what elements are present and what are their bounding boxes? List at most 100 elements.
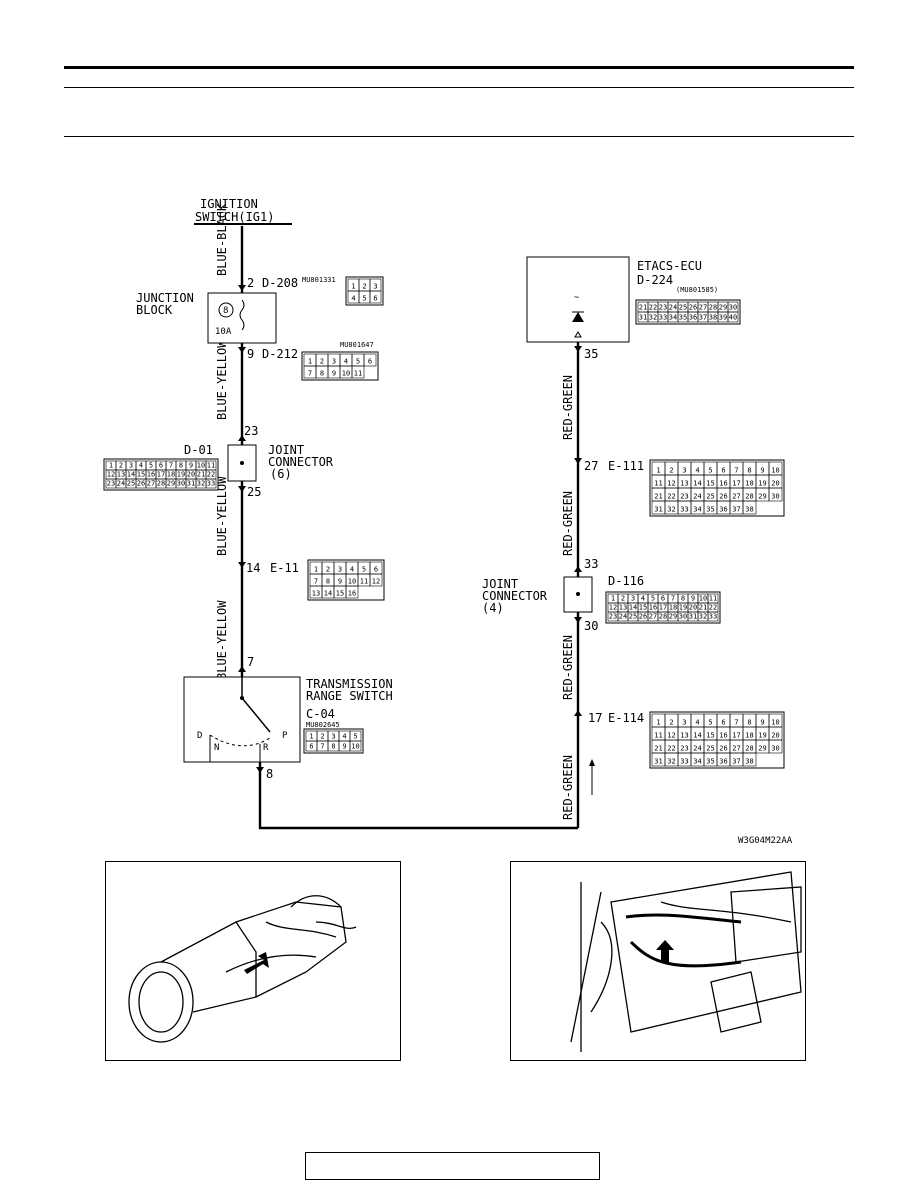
pin-label: 5 <box>149 462 153 470</box>
pin-label: 16 <box>649 604 657 612</box>
pin-number: 7 <box>247 655 254 669</box>
pin-label: 14 <box>324 590 332 598</box>
header-rule-bottom <box>64 136 854 137</box>
connector-housing <box>605 591 721 624</box>
pin-label: 2 <box>362 283 366 291</box>
pin-label: 35 <box>706 758 714 766</box>
pin-label: 31 <box>654 506 662 514</box>
pin-label: 11 <box>654 480 662 488</box>
joint4-label-2: CONNECTOR <box>482 589 548 603</box>
pin-label: 30 <box>771 745 779 753</box>
pin-label: 2 <box>669 467 673 475</box>
pin-label: 7 <box>320 743 324 751</box>
pin-label: 8 <box>331 743 335 751</box>
connector-id: C-04 <box>306 707 335 721</box>
pin-label: 17 <box>659 604 667 612</box>
pin-label: 31 <box>187 480 195 488</box>
pin-label: 29 <box>758 493 766 501</box>
pointer-arrow-icon <box>656 940 674 962</box>
connector-id: D-116 <box>608 574 644 588</box>
pin-label: 6 <box>368 358 372 366</box>
pin-label: 15 <box>336 590 344 598</box>
pin-label: 5 <box>362 566 366 574</box>
pin-number: 8 <box>266 767 273 781</box>
pin-label: 10 <box>348 578 356 586</box>
wire-color-label: BLUE-BLACK <box>215 203 229 276</box>
pin-label: 26 <box>719 745 727 753</box>
pin-label: 9 <box>338 578 342 586</box>
diode-icon <box>572 312 584 322</box>
pin-label: 4 <box>351 295 355 303</box>
ecu-symbol: ~ <box>574 293 580 303</box>
pin-label: 27 <box>649 613 657 621</box>
pin-label: 9 <box>342 743 346 751</box>
pin-label: 28 <box>659 613 667 621</box>
pin-cell <box>768 487 783 502</box>
pin-label: 4 <box>342 733 346 741</box>
pin-label: 1 <box>656 719 660 727</box>
pin-label: 16 <box>147 471 155 479</box>
pin-label: 27 <box>147 480 155 488</box>
pin-label: 5 <box>353 733 357 741</box>
figure-code: W3G04M22AA <box>738 836 793 846</box>
pin-number: 25 <box>247 485 261 499</box>
pin-label: 3 <box>631 595 635 603</box>
part-number: MU802645 <box>306 721 340 729</box>
pin-label: 2 <box>320 733 324 741</box>
pin-label: 30 <box>679 613 687 621</box>
pin-label: 36 <box>719 506 727 514</box>
connector-id: D-224 <box>637 273 673 287</box>
fuse-symbol <box>239 299 245 331</box>
pin-label: 19 <box>177 471 185 479</box>
pin-cell <box>727 311 739 323</box>
pin-label: 24 <box>669 304 677 312</box>
pin-label: 6 <box>374 566 378 574</box>
fuse-icon <box>218 302 234 318</box>
pin-label: 4 <box>695 467 699 475</box>
pin-label: 13 <box>312 590 320 598</box>
pin-label: 22 <box>667 745 675 753</box>
pin-label: 25 <box>127 480 135 488</box>
part-number: MU801647 <box>340 341 374 349</box>
junction-label-1: JUNCTION <box>136 291 194 305</box>
joint4-label-3: (4) <box>482 601 504 615</box>
fuse-amperage: 10A <box>215 327 232 337</box>
pin-label: 8 <box>179 462 183 470</box>
pin-label: 25 <box>679 304 687 312</box>
pin-label: 22 <box>667 493 675 501</box>
joint4-label-1: JOINT <box>482 577 518 591</box>
pin-label: 28 <box>157 480 165 488</box>
pin-label: 9 <box>691 595 695 603</box>
pin-label: 17 <box>732 480 740 488</box>
pin-label: 10 <box>771 719 779 727</box>
pin-label: 4 <box>695 719 699 727</box>
header-rule-mid <box>64 87 854 88</box>
pin-label: 6 <box>721 467 725 475</box>
pin-label: 13 <box>117 471 125 479</box>
switch-pos-r: R <box>263 743 269 753</box>
pin-label: 6 <box>661 595 665 603</box>
pin-label: 8 <box>747 467 751 475</box>
pin-label: 21 <box>654 745 662 753</box>
pin-label: 5 <box>362 295 366 303</box>
pin-label: 23 <box>659 304 667 312</box>
joint-point <box>576 592 580 596</box>
pin-label: 1 <box>351 283 355 291</box>
pin-label: 34 <box>693 758 701 766</box>
pin-label: 4 <box>344 358 348 366</box>
pin-label: 7 <box>734 719 738 727</box>
pin-label: 25 <box>629 613 637 621</box>
pin-cell <box>349 740 362 752</box>
pin-label: 30 <box>177 480 185 488</box>
pin-label: 11 <box>207 462 215 470</box>
wiring-diagram: IGNITION SWITCH(IG1) BLUE-BLACK BLUE-YEL… <box>103 197 793 846</box>
pin-label: 10 <box>699 595 707 603</box>
pin-label: 3 <box>331 733 335 741</box>
pin-label: 32 <box>699 613 707 621</box>
pin-label: 2 <box>320 358 324 366</box>
pin-label: 20 <box>771 732 779 740</box>
pin-label: 26 <box>689 304 697 312</box>
pin-label: 6 <box>721 719 725 727</box>
pin-label: 26 <box>137 480 145 488</box>
